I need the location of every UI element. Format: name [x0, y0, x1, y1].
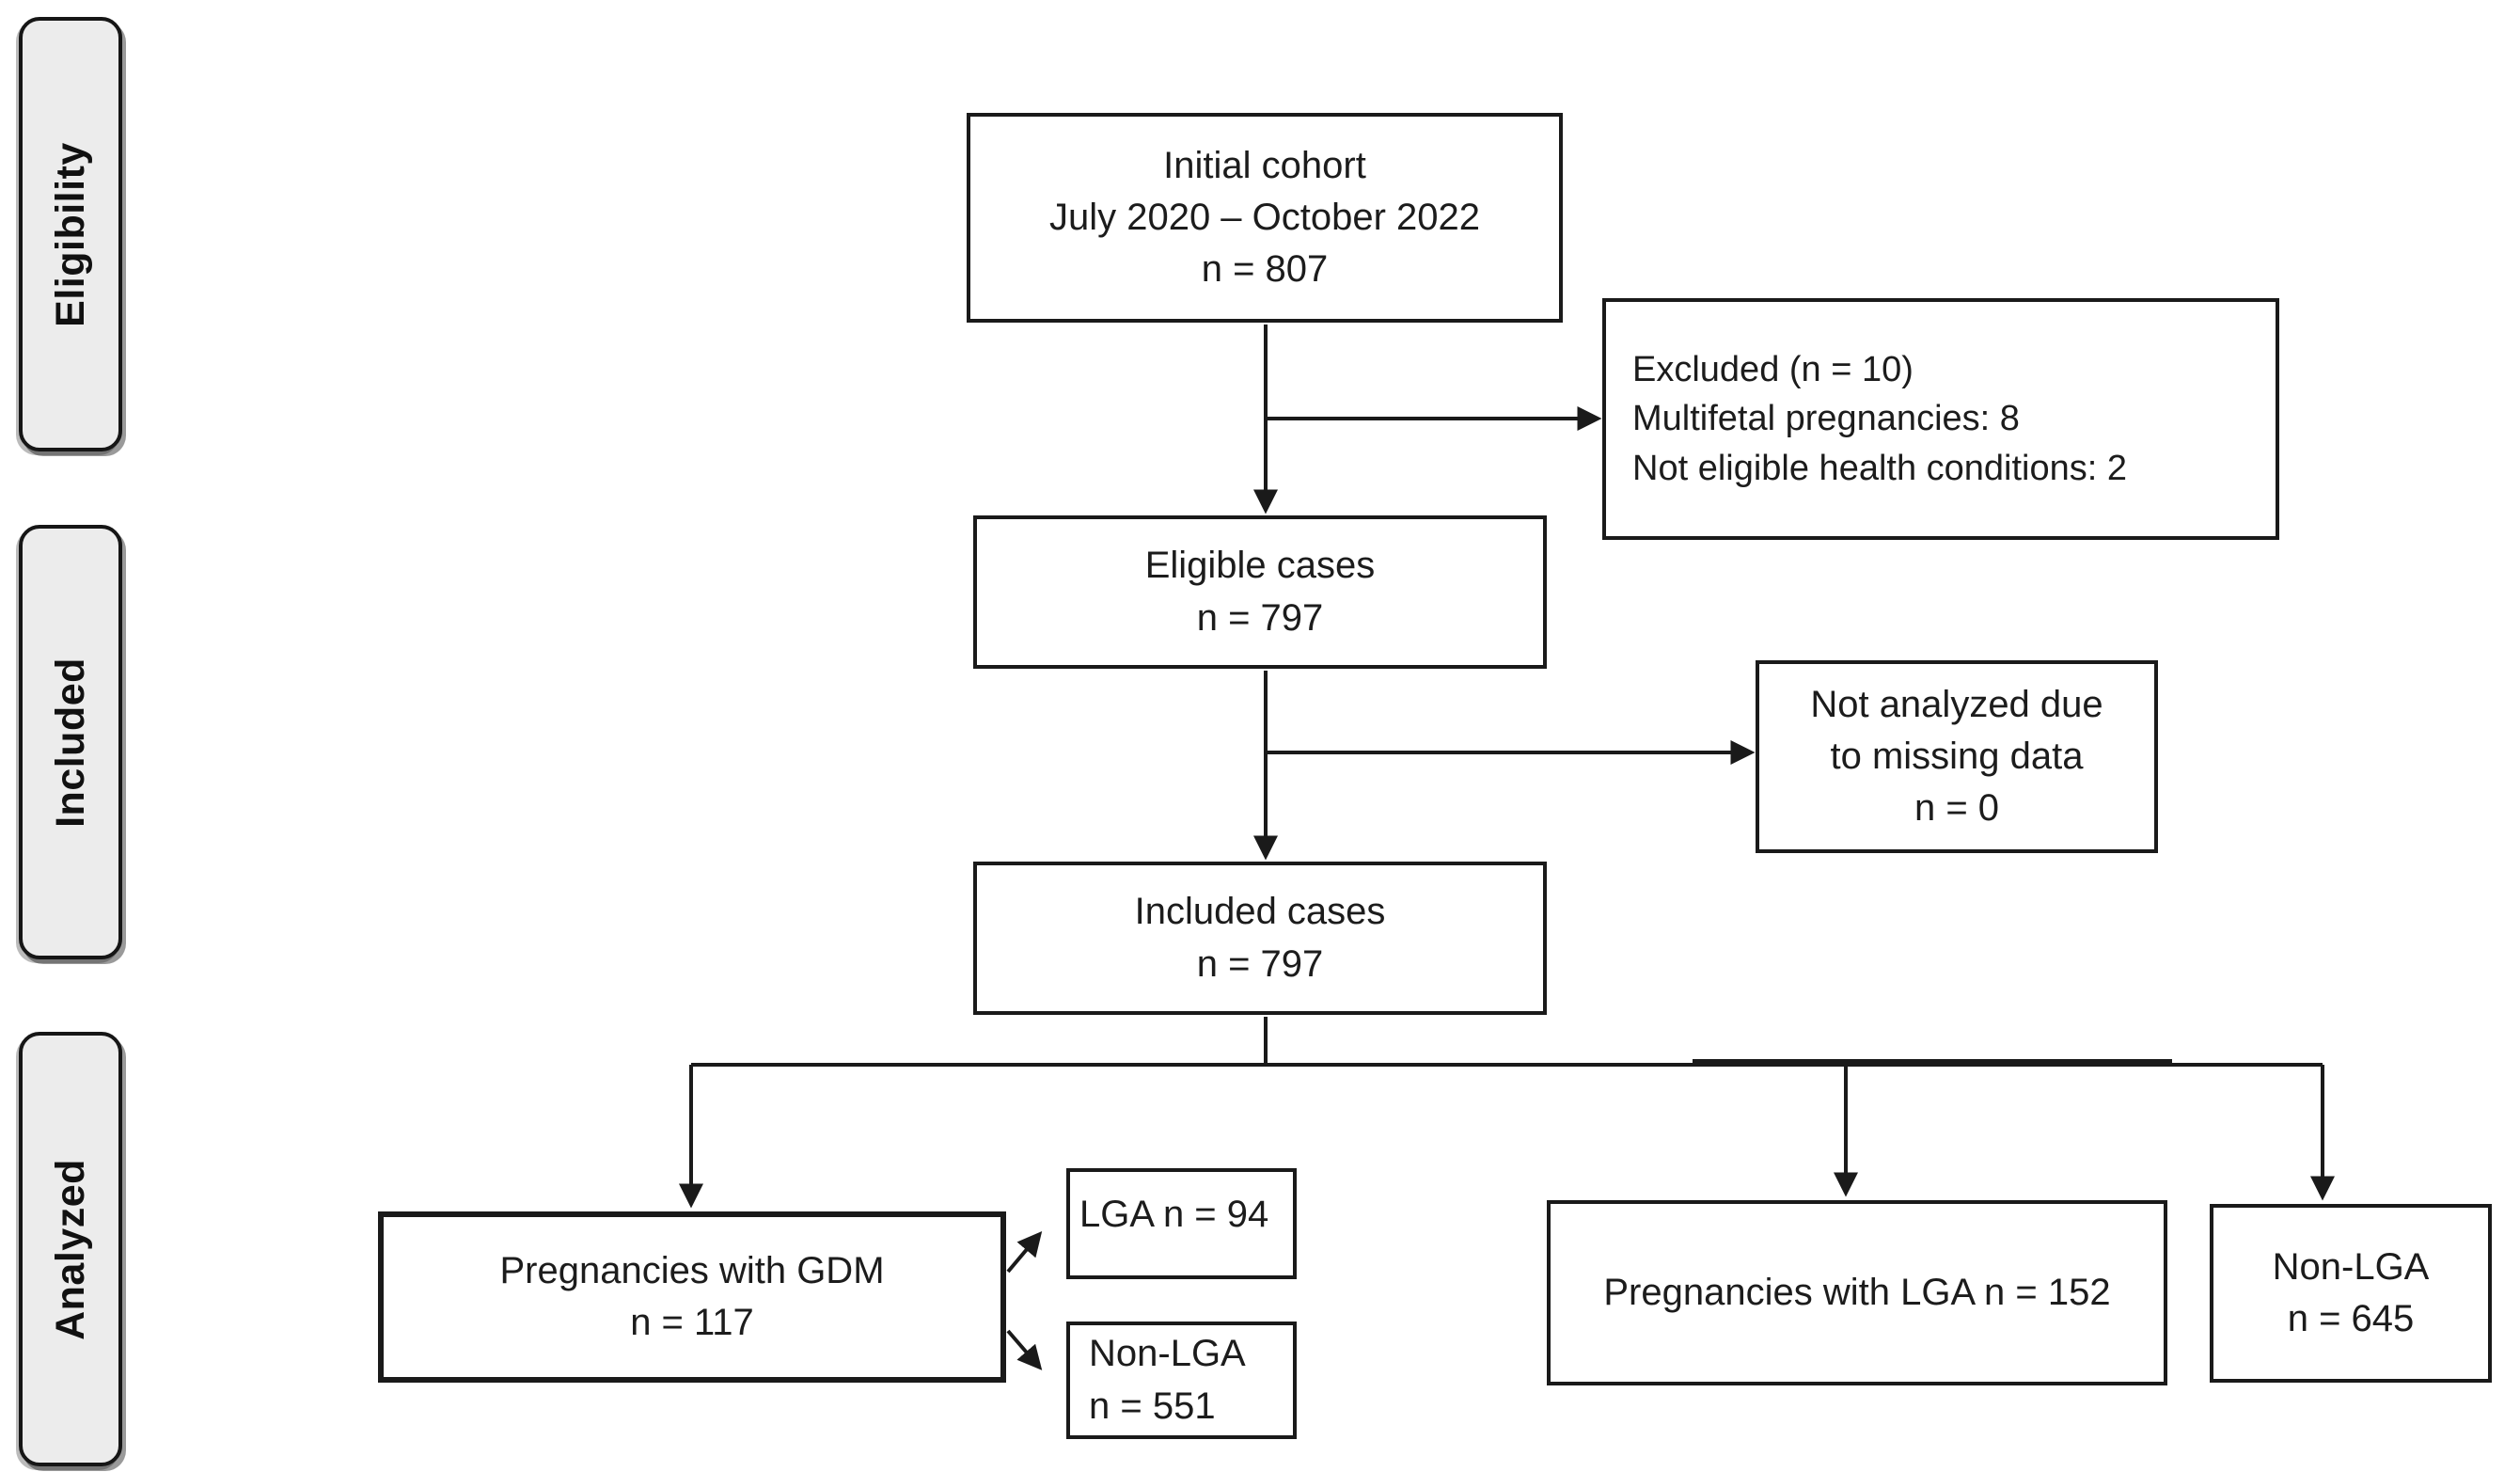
stage-label-text: Eligibility: [47, 141, 93, 327]
connector-gdm-to-lga94: [1006, 1231, 1043, 1274]
node-text-line: Non-LGA: [2272, 1245, 2430, 1288]
node-text-line: Eligible cases: [1144, 545, 1376, 587]
node-text-line: n = 551: [1089, 1385, 1216, 1427]
stage-label-text: Included: [47, 657, 93, 828]
node-text-line: to missing data: [1830, 735, 2084, 777]
node-text-line: Not eligible health conditions: 2: [1632, 448, 2128, 488]
stage-label-analyzed: Analyzed: [19, 1032, 122, 1466]
node-text-line: n = 645: [2287, 1298, 2415, 1339]
node-text-line: Excluded (n = 10): [1632, 349, 1914, 389]
stage-label-text: Analyzed: [47, 1158, 93, 1340]
node-text-line: Multifetal pregnancies: 8: [1632, 399, 2020, 439]
node-text-line: n = 797: [1196, 942, 1324, 985]
node-text-line: LGA n = 94: [1079, 1194, 1269, 1236]
node-lga: Pregnancies with LGA n = 152: [1547, 1200, 2167, 1385]
node-text-line: Included cases: [1134, 891, 1386, 933]
stage-label-included: Included: [19, 525, 122, 959]
node-text-line: n = 0: [1914, 787, 2000, 830]
node-text-line: Pregnancies with GDM: [499, 1249, 885, 1291]
node-initial-cohort: Initial cohort July 2020 – October 2022 …: [967, 113, 1563, 323]
node-included-cases: Included cases n = 797: [973, 862, 1547, 1015]
node-text-line: n = 117: [630, 1302, 754, 1343]
node-non-lga: Non-LGA n = 645: [2210, 1204, 2492, 1383]
node-gdm-lga: LGA n = 94: [1066, 1168, 1297, 1279]
node-gdm-non-lga: Non-LGA n = 551: [1066, 1322, 1297, 1439]
node-excluded: Excluded (n = 10) Multifetal pregnancies…: [1602, 298, 2279, 540]
node-text-line: Pregnancies with LGA n = 152: [1603, 1271, 2111, 1313]
node-not-analyzed: Not analyzed due to missing data n = 0: [1756, 660, 2158, 853]
connector-gdm-to-nonlga551: [1006, 1329, 1043, 1370]
node-text-line: Not analyzed due: [1810, 683, 2103, 725]
node-text-line: n = 797: [1196, 596, 1324, 639]
node-text-line: Non-LGA: [1089, 1333, 1246, 1375]
node-eligible-cases: Eligible cases n = 797: [973, 515, 1547, 669]
node-text-line: n = 807: [1201, 248, 1329, 291]
stage-label-eligibility: Eligibility: [19, 17, 122, 451]
node-text-line: Initial cohort: [1163, 144, 1366, 186]
node-text-line: July 2020 – October 2022: [1048, 196, 1481, 238]
node-gdm: Pregnancies with GDM n = 117: [378, 1211, 1006, 1383]
